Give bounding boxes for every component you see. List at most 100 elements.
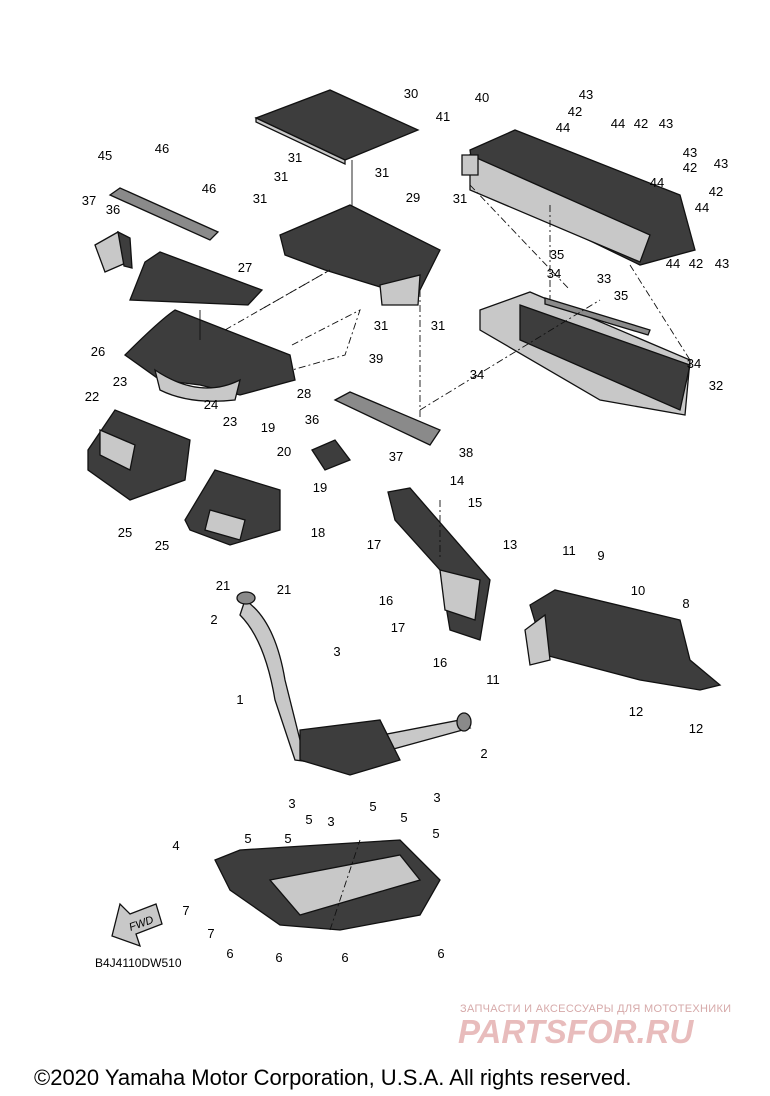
callout-2: 2 <box>480 746 487 761</box>
callout-42: 42 <box>634 116 648 131</box>
callout-34: 34 <box>547 266 561 281</box>
callout-5: 5 <box>369 799 376 814</box>
callout-42: 42 <box>568 104 582 119</box>
callout-41: 41 <box>436 109 450 124</box>
callout-6: 6 <box>226 946 233 961</box>
callout-36: 36 <box>305 412 319 427</box>
callout-6: 6 <box>341 950 348 965</box>
callout-6: 6 <box>437 946 444 961</box>
callout-42: 42 <box>689 256 703 271</box>
part-36-left-bracket <box>94 230 133 273</box>
callout-44: 44 <box>650 175 664 190</box>
callout-11: 11 <box>562 543 576 558</box>
callout-15: 15 <box>468 495 482 510</box>
callout-7: 7 <box>207 926 214 941</box>
callout-3: 3 <box>333 644 340 659</box>
callout-3: 3 <box>327 814 334 829</box>
callout-13: 13 <box>503 537 517 552</box>
callout-31: 31 <box>375 165 389 180</box>
callout-36: 36 <box>106 202 120 217</box>
part-32-heat-shield <box>479 291 691 416</box>
callout-44: 44 <box>695 200 709 215</box>
callout-38: 38 <box>459 445 473 460</box>
callout-23: 23 <box>113 374 127 389</box>
callout-46: 46 <box>202 181 216 196</box>
callout-3: 3 <box>433 790 440 805</box>
callout-25: 25 <box>155 538 169 553</box>
callout-2: 2 <box>210 612 217 627</box>
callout-5: 5 <box>244 831 251 846</box>
callout-17: 17 <box>367 537 381 552</box>
callout-4: 4 <box>172 838 179 853</box>
fwd-arrow-icon <box>111 902 163 948</box>
callout-20: 20 <box>277 444 291 459</box>
callout-6: 6 <box>275 950 282 965</box>
callout-3: 3 <box>288 796 295 811</box>
callout-5: 5 <box>400 810 407 825</box>
callout-31: 31 <box>374 318 388 333</box>
part-26-lower-cover <box>123 309 296 402</box>
callout-37: 37 <box>82 193 96 208</box>
watermark-tagline: ЗАПЧАСТИ И АКСЕССУАРЫ ДЛЯ МОТОТЕХНИКИ <box>460 1003 732 1015</box>
callout-26: 26 <box>91 344 105 359</box>
callout-24: 24 <box>204 397 218 412</box>
callout-46: 46 <box>155 141 169 156</box>
callout-29: 29 <box>406 190 420 205</box>
callout-31: 31 <box>288 150 302 165</box>
callout-44: 44 <box>556 120 570 135</box>
callout-31: 31 <box>274 169 288 184</box>
callout-42: 42 <box>683 160 697 175</box>
callout-21: 21 <box>277 582 291 597</box>
callout-25: 25 <box>118 525 132 540</box>
callout-42: 42 <box>709 184 723 199</box>
part-8-right-panel <box>524 589 722 691</box>
callout-45: 45 <box>98 148 112 163</box>
watermark-logo: PARTSFOR.RU <box>458 1013 694 1050</box>
callout-12: 12 <box>629 704 643 719</box>
callout-16: 16 <box>379 593 393 608</box>
callout-5: 5 <box>284 831 291 846</box>
callout-32: 32 <box>709 378 723 393</box>
drawing-code: B4J4110DW510 <box>95 956 182 970</box>
callout-43: 43 <box>659 116 673 131</box>
copyright-notice: ©2020 Yamaha Motor Corporation, U.S.A. A… <box>34 1065 632 1090</box>
part-30-mat <box>254 89 420 166</box>
callout-44: 44 <box>666 256 680 271</box>
callout-11: 11 <box>486 672 500 687</box>
callout-37: 37 <box>389 449 403 464</box>
callout-19: 19 <box>313 480 327 495</box>
callout-23: 23 <box>223 414 237 429</box>
callout-27: 27 <box>238 260 252 275</box>
callout-43: 43 <box>715 256 729 271</box>
callout-34: 34 <box>470 367 484 382</box>
callout-21: 21 <box>216 578 230 593</box>
callout-35: 35 <box>614 288 628 303</box>
callout-44: 44 <box>611 116 625 131</box>
callout-19: 19 <box>261 420 275 435</box>
part-45-bracket <box>108 187 220 241</box>
callout-28: 28 <box>297 386 311 401</box>
callout-8: 8 <box>682 596 689 611</box>
part-22-guard <box>87 409 191 501</box>
callout-35: 35 <box>550 247 564 262</box>
part-1-handlebar <box>236 591 472 776</box>
callout-9: 9 <box>597 548 604 563</box>
part-27-cover <box>129 251 264 306</box>
part-38-strip <box>333 391 441 446</box>
callout-14: 14 <box>450 473 464 488</box>
callout-34: 34 <box>687 356 701 371</box>
callout-7: 7 <box>182 903 189 918</box>
callout-17: 17 <box>391 620 405 635</box>
callout-16: 16 <box>433 655 447 670</box>
callout-31: 31 <box>453 191 467 206</box>
callout-22: 22 <box>85 389 99 404</box>
callout-31: 31 <box>253 191 267 206</box>
callout-10: 10 <box>631 583 645 598</box>
part-18-guard <box>184 469 281 546</box>
callout-12: 12 <box>689 721 703 736</box>
callout-5: 5 <box>305 812 312 827</box>
part-36-center-bracket <box>311 439 352 471</box>
callout-30: 30 <box>404 86 418 101</box>
